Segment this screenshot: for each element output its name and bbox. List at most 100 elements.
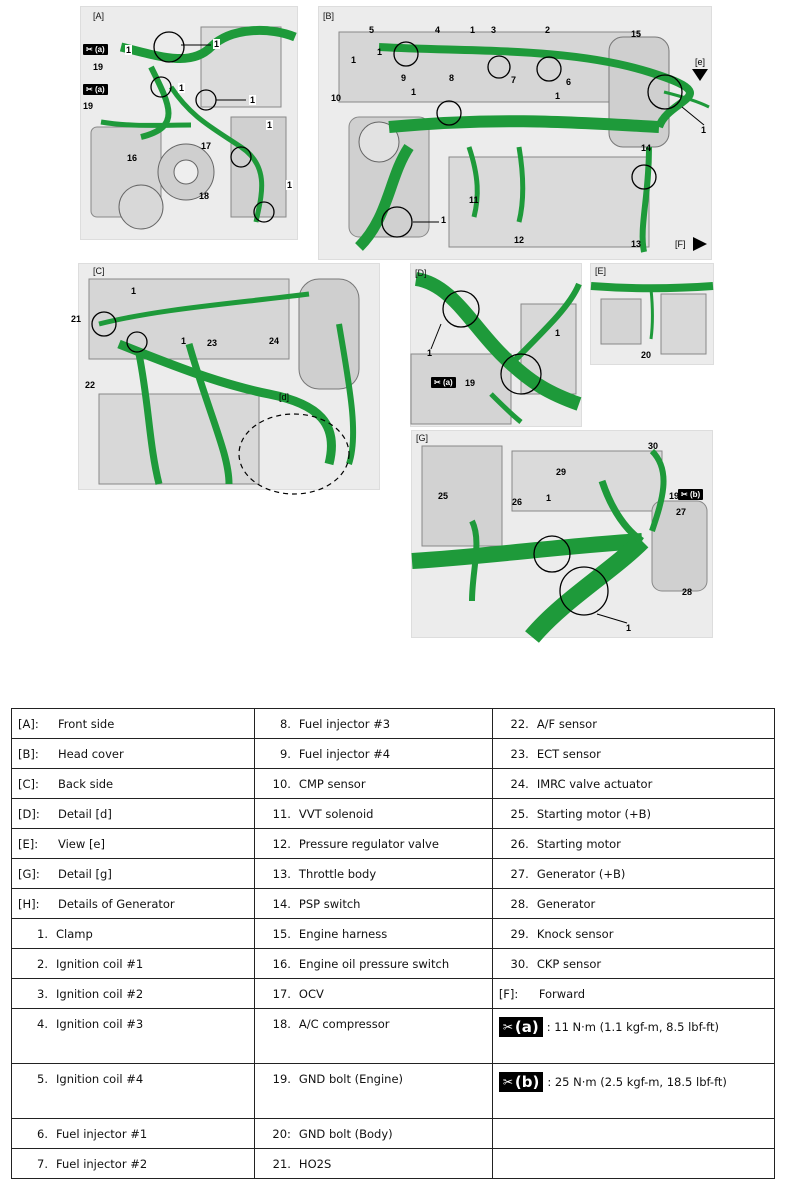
legend-cell: [B]:Head cover <box>11 738 255 769</box>
legend-cell: 5. Ignition coil #4 <box>11 1063 255 1119</box>
legend-cell: [G]:Detail [g] <box>11 858 255 889</box>
callout: 1 <box>555 91 561 101</box>
callout: 25 <box>438 491 449 501</box>
callout: 1 <box>178 83 186 93</box>
legend-text: Knock sensor <box>536 926 614 941</box>
legend-cell <box>491 1148 776 1179</box>
legend-cell: 10.CMP sensor <box>253 768 493 799</box>
legend-text: GND bolt (Engine) <box>298 1072 404 1086</box>
legend-cell: 18. A/C compressor <box>253 1008 493 1064</box>
legend-key: (a) <box>514 1018 539 1036</box>
legend-cell: 7.Fuel injector #2 <box>11 1148 255 1179</box>
panel-e-label: [E] <box>595 266 607 276</box>
wrench-icon: ✂ <box>86 85 93 94</box>
legend-text: View [e] <box>58 836 105 851</box>
callout: 17 <box>201 141 212 151</box>
legend-text: Ignition coil #2 <box>56 986 144 1001</box>
legend-cell: 24.IMRC valve actuator <box>491 768 776 799</box>
legend-cell: [E]: View [e] <box>11 828 255 859</box>
wrench-icon: ✂ <box>681 490 688 499</box>
legend-cell: 11.VVT solenoid <box>253 798 493 829</box>
legend-key: 1. <box>37 926 48 941</box>
legend-cell: [C]:Back side <box>11 768 255 799</box>
legend-key: 14. <box>272 896 291 911</box>
wrench-icon: ✂ <box>86 45 93 54</box>
legend-cell: 6.Fuel injector #1 <box>11 1118 255 1149</box>
torque-a-badge: ✂ (a) <box>83 84 108 95</box>
legend-text: Ignition coil #4 <box>56 1072 144 1086</box>
legend-key: 19. <box>272 1072 291 1086</box>
legend-cell: 15.Engine harness <box>253 918 493 949</box>
legend-cell: 3. Ignition coil #2 <box>11 978 255 1009</box>
legend-text: ECT sensor <box>536 746 601 761</box>
legend-key: [H]: <box>18 896 40 911</box>
legend-key: 27. <box>510 866 529 881</box>
callout: 16 <box>127 153 138 163</box>
legend-cell: 14.PSP switch <box>253 888 493 919</box>
callout: 1 <box>546 493 552 503</box>
legend-cell: [A]:Front side <box>11 708 255 739</box>
legend-key: 23. <box>510 746 529 761</box>
legend-text: A/C compressor <box>298 1017 390 1031</box>
legend-key: 30. <box>510 956 529 971</box>
legend-text: Ignition coil #1 <box>56 956 144 971</box>
legend-cell: 13.Throttle body <box>253 858 493 889</box>
legend-key: 3. <box>37 986 48 1001</box>
forward-marker: [F] <box>675 239 686 249</box>
panel-a-illustration <box>81 7 297 239</box>
legend-text: Engine harness <box>298 926 388 941</box>
legend-cell: [F]:Forward <box>491 978 776 1009</box>
legend-text: Detail [d] <box>58 806 112 821</box>
callout: 7 <box>511 75 517 85</box>
torque-a-badge: ✂ (a) <box>83 44 108 55</box>
legend-key: [E]: <box>18 836 39 851</box>
legend-text: Fuel injector #1 <box>56 1126 148 1141</box>
callout: 3 <box>491 25 497 35</box>
callout: 1 <box>213 39 221 49</box>
legend-key: (b) <box>514 1073 540 1091</box>
legend-cell: [D]:Detail [d] <box>11 798 255 829</box>
legend-key: 5. <box>37 1072 48 1086</box>
legend-text: 25 N·m (2.5 kgf-m, 18.5 lbf-ft) <box>554 1075 727 1089</box>
legend-text: Forward <box>538 986 586 1001</box>
legend-key: [A]: <box>18 716 39 731</box>
callout: 22 <box>85 380 96 390</box>
callout: 15 <box>631 29 642 39</box>
legend-cell: 26.Starting motor <box>491 828 776 859</box>
callout: 18 <box>199 191 210 201</box>
panel-d-label: [D] <box>415 268 427 278</box>
panel-b-label: [B] <box>323 11 335 21</box>
legend-key: [C]: <box>18 776 39 791</box>
legend-key: 16. <box>272 956 291 971</box>
legend-cell: 12.Pressure regulator valve <box>253 828 493 859</box>
panel-d-detail: [D] 1 1 19 ✂ (a) <box>410 263 582 427</box>
legend-key: 2. <box>37 956 48 971</box>
legend-cell: 30.CKP sensor <box>491 948 776 979</box>
callout: 29 <box>556 467 567 477</box>
callout: 28 <box>682 587 693 597</box>
panel-g-illustration <box>411 431 712 643</box>
legend-key: [G]: <box>18 866 40 881</box>
legend-key: 17. <box>272 986 291 1001</box>
legend-text: VVT solenoid <box>298 806 374 821</box>
callout: 1 <box>131 286 137 296</box>
callout: 19 <box>465 378 476 388</box>
panel-b-illustration <box>319 7 711 259</box>
view-e-marker: [e] <box>695 57 706 67</box>
callout: 2 <box>545 25 551 35</box>
legend-key: 24. <box>510 776 529 791</box>
panel-e-illustration <box>590 264 714 364</box>
legend-key: 22. <box>510 716 529 731</box>
torque-a-badge: ✂ (a) <box>431 377 456 388</box>
legend-key: 18. <box>272 1017 291 1031</box>
legend-text: Clamp <box>56 926 93 941</box>
callout: 1 <box>555 328 561 338</box>
legend-text: 11 N·m (1.1 kgf-m, 8.5 lbf-ft) <box>554 1020 719 1034</box>
